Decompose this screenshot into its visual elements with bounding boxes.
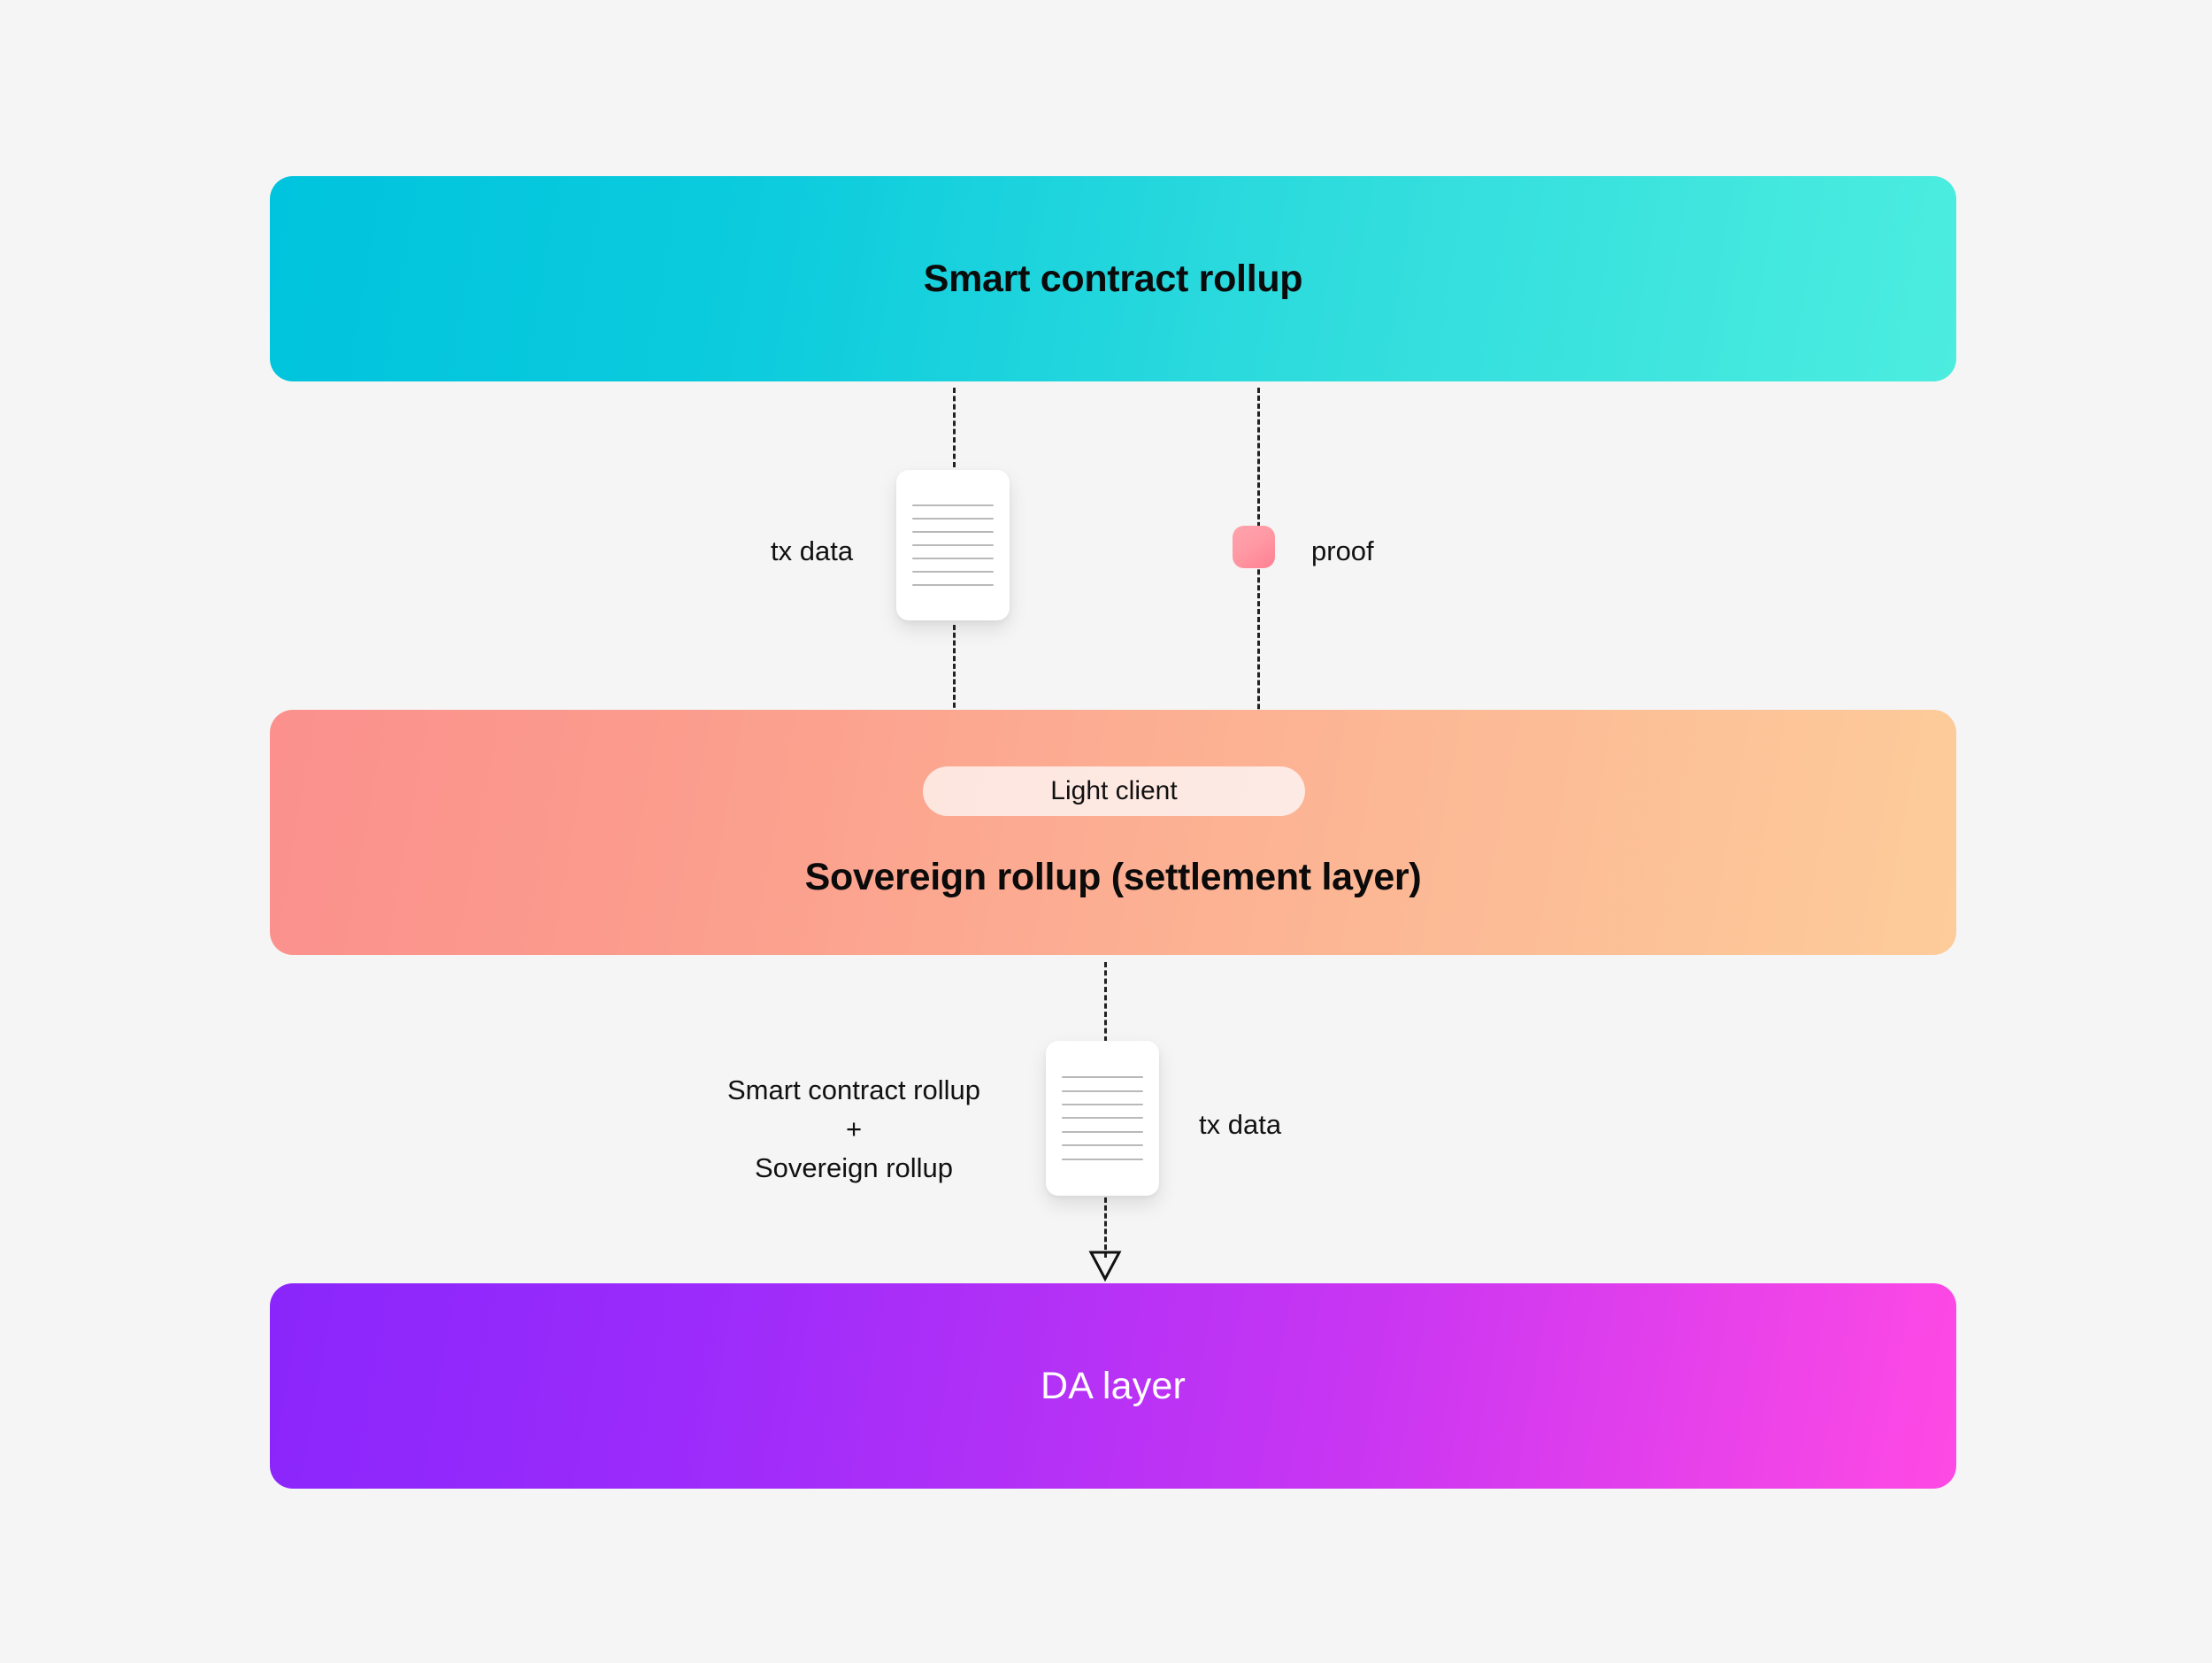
document-icon-lines — [1061, 1076, 1144, 1160]
proof-block-icon — [1233, 526, 1275, 568]
document-icon-tx-data-bottom — [1046, 1041, 1159, 1196]
layer-bar-smart-contract-rollup: Smart contract rollup — [270, 176, 1956, 381]
layer-title-sovereign-rollup: Sovereign rollup (settlement layer) — [804, 856, 1422, 898]
document-icon-line — [1061, 1089, 1144, 1092]
document-icon-line — [1061, 1158, 1144, 1160]
light-client-badge[interactable]: Light client — [923, 766, 1305, 816]
document-icon-line — [911, 531, 995, 534]
document-icon-line — [911, 518, 995, 520]
dashed-connector-tx-data-lower — [953, 625, 956, 731]
document-icon-lines — [911, 504, 995, 586]
label-settlement-line-3: Sovereign rollup — [754, 1152, 954, 1184]
document-icon-line — [1061, 1117, 1144, 1120]
layer-title-da-layer: DA layer — [1040, 1364, 1187, 1407]
light-client-label: Light client — [1050, 776, 1178, 805]
dashed-connector-tx-data-upper — [953, 388, 956, 467]
document-icon-line — [1061, 1104, 1144, 1106]
label-proof: proof — [1311, 535, 1374, 566]
dashed-connector-settlement-upper — [1104, 962, 1107, 1042]
dashed-connector-settlement-lower — [1104, 1197, 1107, 1258]
arrow-head-settlement-to-da — [1088, 1251, 1122, 1282]
document-icon-line — [1061, 1076, 1144, 1079]
document-icon-line — [1061, 1130, 1144, 1133]
label-tx-data-top: tx data — [771, 535, 854, 566]
document-icon-line — [911, 504, 995, 507]
document-icon-line — [911, 557, 995, 559]
label-settlement-line-1: Smart contract rollup — [727, 1074, 980, 1105]
layer-bar-sovereign-rollup: Sovereign rollup (settlement layer) — [270, 710, 1956, 955]
label-settlement-contents: Smart contract rollup + Sovereign rollup — [681, 1071, 1026, 1188]
layer-title-smart-contract-rollup: Smart contract rollup — [923, 257, 1303, 300]
label-tx-data-bottom: tx data — [1199, 1109, 1282, 1140]
layer-bar-da-layer: DA layer — [270, 1283, 1956, 1489]
document-icon-line — [911, 570, 995, 573]
document-icon-line — [911, 583, 995, 586]
label-settlement-line-2: + — [845, 1113, 863, 1145]
document-icon-line — [1061, 1144, 1144, 1147]
document-icon-tx-data-top — [896, 470, 1010, 620]
document-icon-line — [911, 544, 995, 546]
